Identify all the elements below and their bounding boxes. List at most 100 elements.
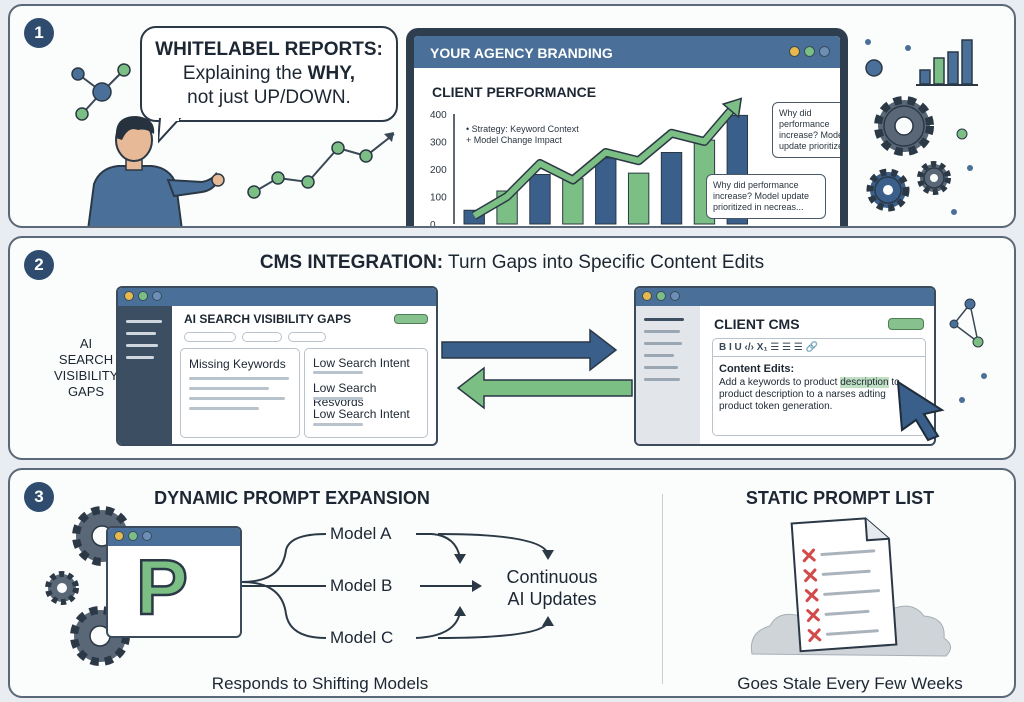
- trend-arrow: [472, 101, 740, 219]
- callout-top-line-1: Why did: [779, 108, 812, 118]
- gaps-window-controls: [124, 291, 162, 301]
- bubble-headline: WHITELABEL REPORTS:: [155, 39, 383, 60]
- sidebar-line: [126, 344, 158, 347]
- intent-row-3: Low Search Intent: [313, 407, 410, 421]
- gaps-dot-1: [124, 291, 134, 301]
- y-tick-label: 200: [430, 165, 447, 176]
- strategy-note: • Strategy: Keyword Context + Model Chan…: [466, 124, 579, 146]
- intent-row-2: Low Search Resvords: [313, 381, 377, 409]
- card-line: [313, 423, 363, 426]
- cms-title: CLIENT CMS: [714, 316, 800, 332]
- static-caption: Goes Stale Every Few Weeks: [737, 674, 963, 693]
- filter-pill: [184, 332, 236, 342]
- edit-line-2: product description to a narses adting: [719, 389, 886, 400]
- sidebar-line: [126, 356, 154, 359]
- callout-bottom-line-3: prioritized in necreas...: [713, 202, 804, 212]
- updates-line-1: Continuous: [506, 567, 598, 587]
- edit-line-1: Add a keywords to product description to: [719, 377, 900, 388]
- card-line: [189, 387, 269, 390]
- cms-dot-1: [642, 291, 652, 301]
- trend-arrowhead-icon: [721, 97, 743, 119]
- editor-toolbar[interactable]: B I U ‹/› X₁ ☰ ☰ ☰ 🔗: [713, 339, 925, 357]
- prompt-dot-1: [114, 531, 124, 541]
- gear-icon-medium: [866, 168, 910, 212]
- network-nodes-icon: [71, 63, 131, 121]
- model-a-label: Model A: [330, 524, 392, 543]
- gaps-label-line-2: SEARCH: [58, 352, 114, 367]
- y-tick-label: 0: [430, 220, 436, 228]
- performance-bar: [529, 174, 551, 225]
- sidebar-line: [644, 366, 678, 369]
- prompt-dot-2: [128, 531, 138, 541]
- window-controls: [789, 46, 830, 57]
- maximize-dot: [804, 46, 815, 57]
- bubble-tail: [158, 118, 182, 144]
- step-number-2: 2: [24, 250, 54, 280]
- card-line: [313, 397, 363, 400]
- updates-line-2: AI Updates: [507, 589, 597, 609]
- bubble-line-2: Explaining the WHY,: [182, 63, 356, 84]
- gaps-label-line-4: GAPS: [67, 384, 105, 399]
- cms-publish-pill[interactable]: [888, 318, 924, 330]
- performance-bar: [562, 178, 584, 225]
- minimize-dot: [789, 46, 800, 57]
- list-lines: [820, 549, 881, 636]
- static-title: STATIC PROMPT LIST: [745, 488, 935, 508]
- speech-bubble: WHITELABEL REPORTS: Explaining the WHY, …: [140, 26, 398, 122]
- callout-bottom-line-1: Why did performance: [713, 180, 799, 190]
- visibility-gaps-window: AI SEARCH VISIBILITY GAPS Missing Keywor…: [116, 286, 438, 446]
- client-cms-window: CLIENT CMS B I U ‹/› X₁ ☰ ☰ ☰ 🔗 Content …: [634, 286, 936, 446]
- step-number-1: 1: [24, 18, 54, 48]
- gaps-action-pill: [394, 314, 428, 324]
- strategy-note-line-1: • Strategy: Keyword Context: [466, 124, 579, 134]
- content-editor[interactable]: B I U ‹/› X₁ ☰ ☰ ☰ 🔗 Content Edits: Add …: [712, 338, 926, 436]
- sidebar-line: [644, 318, 684, 321]
- filter-pill: [288, 332, 326, 342]
- gears-and-bars-decoration: [865, 39, 978, 215]
- gaps-window-title: AI SEARCH VISIBILITY GAPS: [184, 312, 352, 326]
- panel-prompt-expansion: 3 DYNAMIC PROMPT EXPANSION P: [8, 468, 1016, 698]
- section-divider: [662, 494, 663, 684]
- callout-why-bottom: Why did performance increase? Model upda…: [706, 174, 826, 219]
- cursor-icon: [896, 380, 945, 442]
- card-line: [313, 371, 363, 374]
- agency-branding-label: YOUR AGENCY BRANDING: [430, 45, 613, 61]
- continuous-updates-label: Continuous AI Updates: [490, 566, 614, 610]
- card-line: [189, 397, 285, 400]
- prompt-window: P: [106, 526, 242, 638]
- prompt-dot-3: [142, 531, 152, 541]
- prompt-letter-logo: P: [135, 543, 190, 632]
- trend-line-icon: [247, 132, 395, 199]
- sidebar-line: [644, 342, 682, 345]
- panel-whitelabel-reports: 1 WHITELABEL REPORTS: Explaining the WHY…: [8, 4, 1016, 228]
- sync-arrows: [441, 328, 633, 410]
- network-decoration-icon: [949, 298, 987, 403]
- cross-mark-icons: [802, 548, 822, 643]
- gaps-dot-3: [152, 291, 162, 301]
- callout-top-line-2: performance: [779, 119, 830, 129]
- dynamic-title: DYNAMIC PROMPT EXPANSION: [154, 488, 430, 508]
- search-intent-card: Low Search Intent Low Search Resvords Lo…: [304, 348, 428, 438]
- performance-bar: [595, 157, 617, 225]
- content-edits-text: Add a keywords to product description to…: [719, 377, 919, 413]
- model-c-label: Model C: [330, 628, 394, 647]
- gaps-dot-2: [138, 291, 148, 301]
- y-tick-label: 100: [430, 193, 447, 204]
- missing-keywords-label: Missing Keywords: [189, 357, 286, 371]
- dynamic-caption: Responds to Shifting Models: [211, 674, 429, 693]
- gaps-window-bar: [118, 288, 436, 306]
- y-tick-label: 300: [430, 138, 447, 149]
- agency-branding-bar: YOUR AGENCY BRANDING: [414, 36, 840, 68]
- cms-window-controls: [642, 291, 680, 301]
- prompt-window-bar: [108, 528, 240, 546]
- performance-bar: [660, 152, 683, 225]
- presenter-person-icon: [87, 116, 225, 226]
- callout-bottom-line-2: increase? Model update: [713, 191, 810, 201]
- gear-icon-small: [917, 161, 951, 195]
- arrow-left-icon: [456, 366, 633, 410]
- cms-sidebar: [636, 306, 700, 444]
- gaps-label-line-1: AI: [79, 336, 93, 351]
- gaps-side-label: AI SEARCH VISIBILITY GAPS: [54, 336, 118, 400]
- monitor-screen: YOUR AGENCY BRANDING CLIENT PERFORMANCE …: [414, 36, 840, 228]
